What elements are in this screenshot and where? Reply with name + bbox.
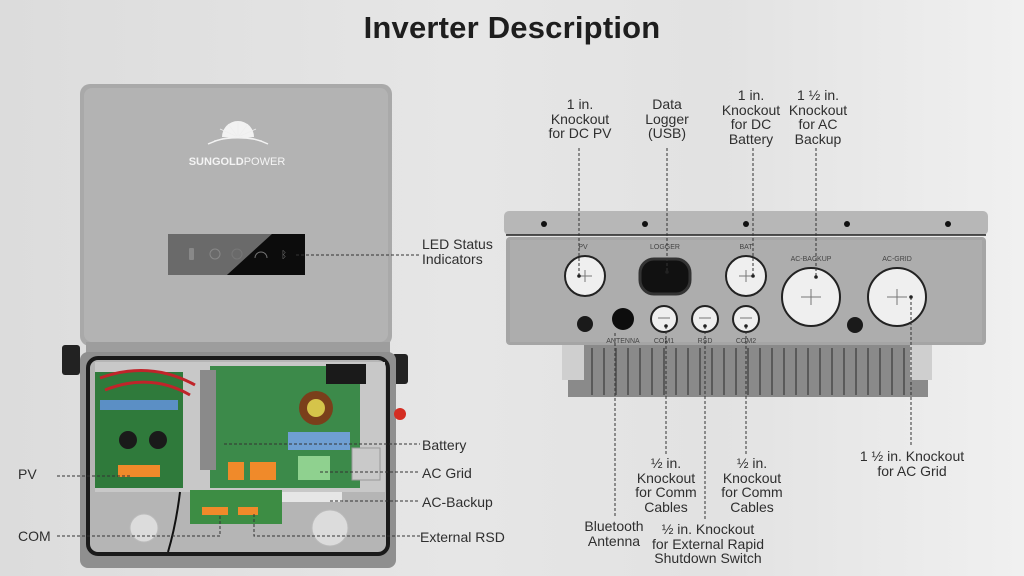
vent-plug-right [847,317,863,333]
ac-backup-label: AC-Backup [422,494,493,510]
cycle-led-icon [231,248,243,260]
port-label-bat: BAT [739,244,753,251]
port-label-antenna: ANTENNA [606,338,640,345]
grid-led-icon [209,248,221,260]
brand-name: SUNGOLDPOWER [189,156,286,168]
port-label-ac-backup: AC-BACKUP [791,256,832,263]
led-panel: ᛒ [168,234,305,275]
logger-usb-port [638,257,692,296]
bluetooth-led-icon: ᛒ [281,250,287,261]
port-label-ac-grid: AC-GRID [882,256,912,263]
com-callout-line [57,514,221,537]
page-title: Inverter Description [363,10,661,45]
vent-plug-left [577,316,593,332]
sungold-logo-icon [207,121,269,145]
external-rsd-callout-line [253,514,420,537]
com-label: COM [18,528,51,544]
external-rsd-label: External RSD [420,529,505,545]
ac-grid-label: AC Grid [422,465,472,481]
pv-label: PV [18,466,37,482]
port-label-com1: COM1 [654,338,674,345]
left-handle [62,345,80,375]
antenna-port [612,308,634,330]
battery-led-icon [189,248,194,260]
battery-label: Battery [422,437,467,453]
port-label-pv: PV [578,244,588,251]
gauge-led-icon [254,251,268,259]
port-label-logger: LOGGER [650,244,680,251]
com1-knockout [650,305,678,333]
